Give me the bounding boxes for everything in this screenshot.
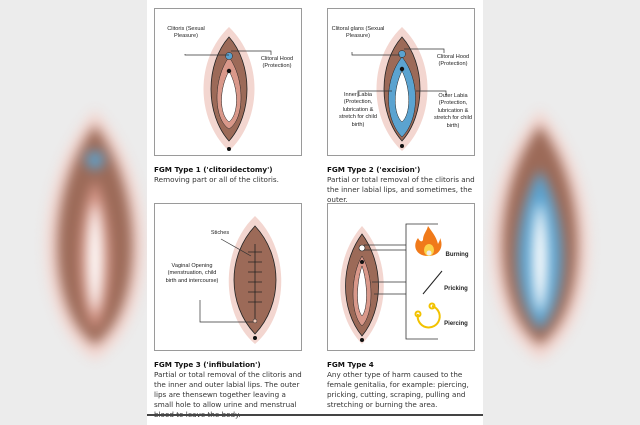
caption-text: Any other type of harm caused to the fem…: [327, 370, 469, 409]
label-stitches: Stiches: [210, 230, 230, 236]
caption-title: FGM Type 3 ('infibulation'): [154, 360, 261, 369]
caption-title: FGM Type 1 ('clitoridectomy'): [154, 165, 273, 174]
label-vaginal-opening: Vaginal Opening (menstruation, child bir…: [165, 263, 219, 284]
document-page: Clitoris (Sexual Pleasure) Clitoral Hood…: [147, 0, 483, 425]
divider: [147, 414, 483, 416]
caption-type1: FGM Type 1 ('clitoridectomy') Removing p…: [154, 165, 304, 185]
figure-type2: Clitoral glans (Sexual Pleasure) Clitora…: [327, 8, 475, 156]
caption-title: FGM Type 4: [327, 360, 374, 369]
label-clitoral-glans: Clitoral glans (Sexual Pleasure): [331, 26, 385, 40]
caption-type2: FGM Type 2 ('excision') Partial or total…: [327, 165, 477, 205]
caption-text: Partial or total removal of the clitoris…: [327, 175, 475, 204]
blurred-background-left: [0, 0, 150, 425]
label-inner-labia: Inner Labia (Protection, lubrication & s…: [339, 92, 377, 128]
figure-type4: Burning Pricking Piercing: [327, 203, 475, 351]
label-outer-labia: Outer Labia (Protection, lubrication & s…: [434, 93, 472, 129]
label-clitoral-hood: Clitoral Hood (Protection): [260, 56, 294, 70]
vulva-diagram-type3: [199, 216, 282, 344]
figure-type3: Stiches Vaginal Opening (menstruation, c…: [154, 203, 302, 351]
caption-title: FGM Type 2 ('excision'): [327, 165, 421, 174]
caption-type3: FGM Type 3 ('infibulation') Partial or t…: [154, 360, 304, 420]
figure-type1: Clitoris (Sexual Pleasure) Clitoral Hood…: [154, 8, 302, 156]
label-piercing: Piercing: [444, 321, 468, 327]
vulva-diagram-type1: [184, 27, 272, 151]
caption-type4: FGM Type 4 Any other type of harm caused…: [327, 360, 477, 410]
caption-text: Partial or total removal of the clitoris…: [154, 370, 302, 419]
vulva-diagram-type2: [351, 27, 447, 151]
label-burning: Burning: [445, 252, 469, 258]
blurred-background-right: [485, 0, 640, 425]
label-pricking: Pricking: [444, 286, 468, 292]
needle-icon: [422, 270, 443, 295]
fire-icon: [415, 226, 442, 256]
vulva-diagram-type4: [340, 223, 443, 344]
label-clitoral-hood: Clitoral Hood (Protection): [436, 54, 470, 68]
label-clitoris: Clitoris (Sexual Pleasure): [167, 26, 205, 40]
ring-icon: [414, 302, 441, 329]
caption-text: Removing part or all of the clitoris.: [154, 175, 279, 184]
